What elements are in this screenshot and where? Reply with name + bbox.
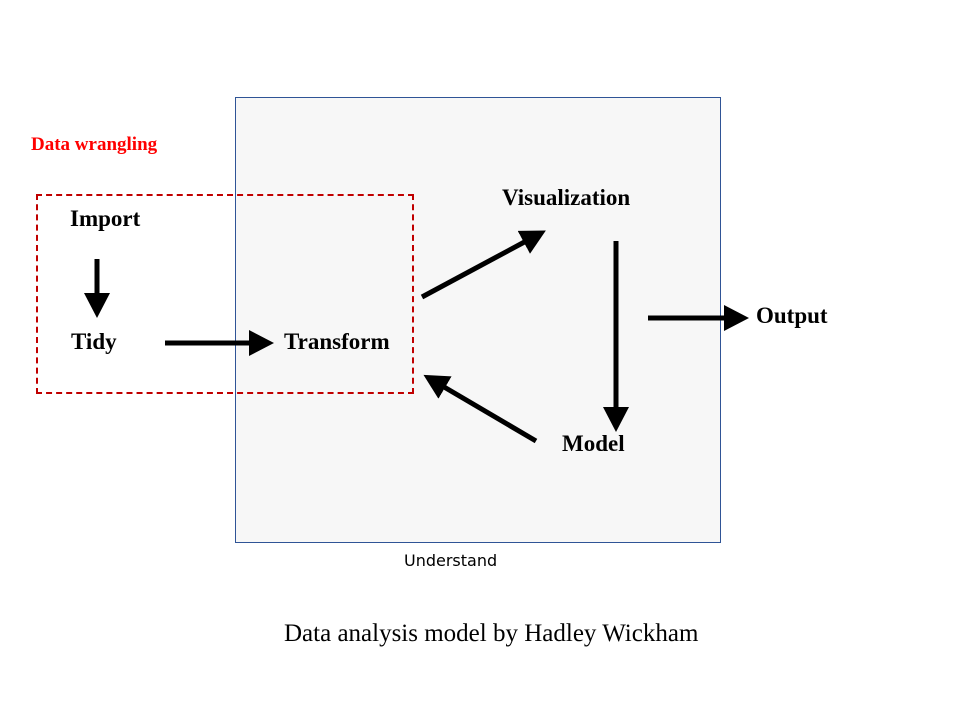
node-label-tidy: Tidy xyxy=(71,329,117,354)
understand-group-box xyxy=(235,97,721,543)
node-label-transform: Transform xyxy=(284,329,390,354)
data-wrangling-label: Data wrangling xyxy=(31,134,158,155)
data-wrangling-group-box xyxy=(36,194,414,394)
node-label-model: Model xyxy=(562,431,625,456)
node-label-visualization: Visualization xyxy=(502,185,631,210)
node-label-import: Import xyxy=(70,206,141,231)
node-label-output: Output xyxy=(756,303,828,328)
understand-group-label: Understand xyxy=(404,551,498,570)
slide-caption: Data analysis model by Hadley Wickham xyxy=(284,620,699,647)
